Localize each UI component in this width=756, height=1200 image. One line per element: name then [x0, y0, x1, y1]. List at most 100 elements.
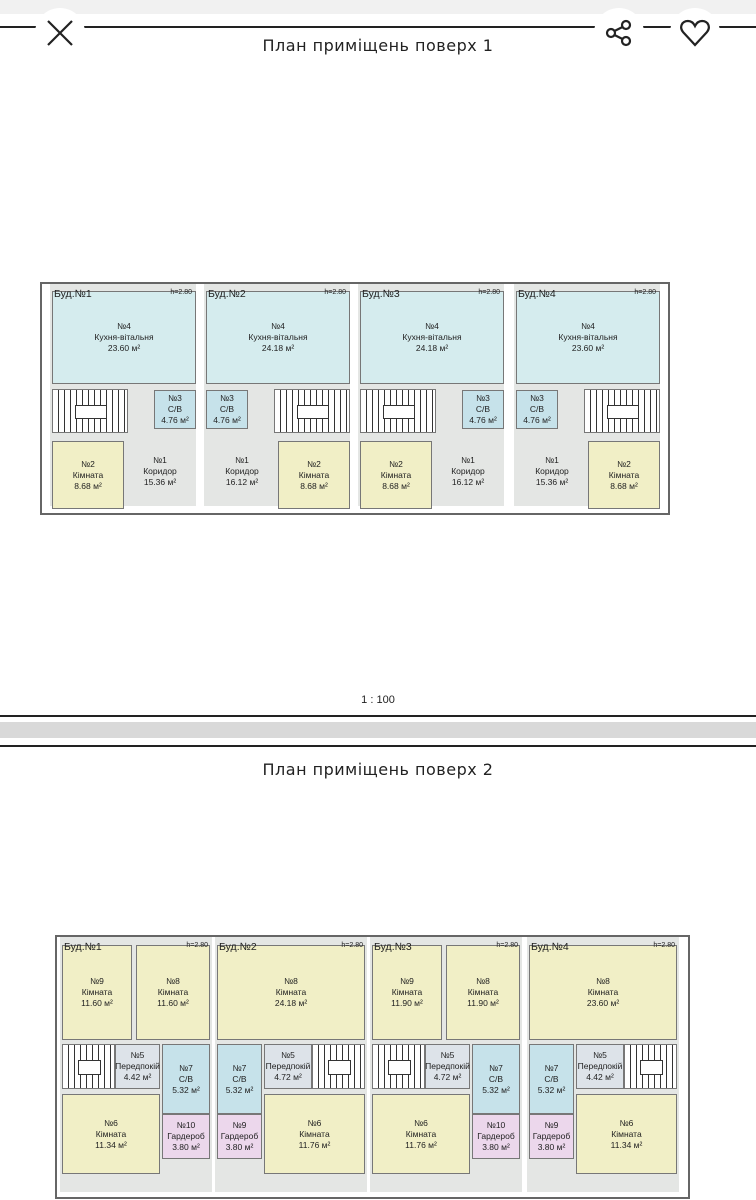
room-name: Кімната [299, 1128, 330, 1139]
close-button[interactable] [35, 8, 85, 58]
page-separator [0, 722, 756, 738]
room-name: Передпокій [425, 1061, 470, 1071]
room-num: №2 [81, 458, 95, 469]
room-area: 15.36 м² [143, 477, 177, 487]
room-num: №3 [220, 393, 234, 403]
room-area: 24.18 м² [261, 343, 295, 353]
share-icon [605, 19, 632, 47]
room-num: №4 [271, 321, 285, 331]
room-area: 8.68 м² [610, 480, 638, 491]
room-name: С/В [167, 404, 183, 414]
room-name: Передпокій [265, 1061, 311, 1071]
staircase [312, 1044, 365, 1089]
favorite-button[interactable] [670, 8, 720, 58]
scale-label: 1 : 100 [361, 694, 395, 706]
staircase [62, 1044, 115, 1089]
room-area: 11.76 м² [298, 1139, 331, 1150]
room-name: Передпокій [577, 1061, 623, 1071]
top-border-line [0, 26, 756, 28]
room-num: №1 [545, 455, 559, 465]
room-area: 4.42 м² [123, 1072, 152, 1082]
building-label: Буд.№3 [362, 288, 400, 300]
room-num: №4 [581, 321, 595, 331]
close-icon [47, 20, 73, 46]
room-area: 23.60 м² [586, 998, 620, 1008]
room-name: С/В [544, 1073, 559, 1084]
room-num: №9 [400, 976, 414, 986]
room-name: Гардероб [477, 1131, 515, 1141]
room-area: 8.68 м² [300, 480, 328, 491]
room-num: №10 [486, 1120, 506, 1130]
ceiling-height-label: h=2.80 [324, 289, 346, 296]
room-area: 15.36 м² [535, 477, 569, 487]
room-name: Кімната [275, 987, 307, 997]
room-num: №5 [593, 1050, 607, 1060]
building-label: Буд.№2 [208, 288, 246, 300]
room-area: 11.90 м² [391, 998, 423, 1008]
room-area: 11.90 м² [467, 998, 499, 1008]
room-num: №4 [117, 321, 131, 331]
share-button[interactable] [594, 8, 644, 58]
building-label: Буд.№2 [219, 941, 257, 953]
room-area: 4.76 м² [523, 415, 551, 425]
room-num: №2 [389, 458, 403, 469]
room-num: №8 [284, 976, 298, 986]
ceiling-height-label: h=2.80 [170, 289, 192, 296]
room-num: №7 [489, 1062, 503, 1073]
room-name: Гардероб [532, 1131, 571, 1141]
room-name: Гардероб [220, 1131, 259, 1141]
room-num: №4 [425, 321, 439, 331]
staircase [360, 389, 436, 433]
staircase [372, 1044, 425, 1089]
room-num: №8 [166, 976, 180, 986]
